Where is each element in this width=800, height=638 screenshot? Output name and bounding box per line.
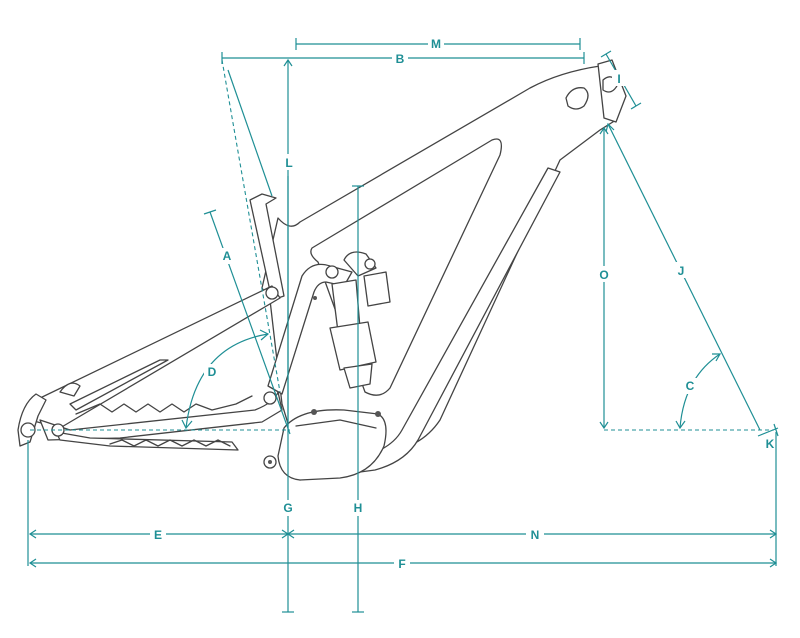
dim-tick-i-bottom bbox=[630, 102, 642, 110]
label-l: L bbox=[285, 156, 292, 170]
shock-damper bbox=[329, 321, 377, 371]
motor-housing bbox=[277, 409, 387, 481]
top-tube-window bbox=[565, 87, 589, 110]
label-i: I bbox=[617, 72, 620, 86]
label-d: D bbox=[208, 365, 217, 379]
brake-mount bbox=[59, 382, 81, 397]
dim-arrow-c-top bbox=[712, 353, 722, 362]
motor-cover-line bbox=[295, 419, 377, 429]
dim-arrow-l bbox=[283, 58, 293, 67]
label-j: J bbox=[678, 264, 685, 278]
dim-tick-i-top bbox=[600, 50, 612, 58]
dim-arrow-o-bottom bbox=[599, 421, 609, 430]
shock-reservoir bbox=[363, 271, 391, 307]
dim-arrow-o-top bbox=[599, 126, 609, 135]
seat-stay-slot bbox=[69, 359, 169, 411]
rocker-bolt bbox=[313, 296, 317, 300]
label-o: O bbox=[599, 268, 608, 282]
dim-arrow-f-left bbox=[28, 558, 37, 568]
seat-stay-pivot bbox=[265, 286, 279, 300]
label-f: F bbox=[398, 557, 405, 571]
label-n: N bbox=[531, 528, 540, 542]
chain-stay-ribs bbox=[75, 395, 253, 415]
motor-bolt-1 bbox=[311, 409, 317, 415]
seat-stay bbox=[29, 285, 281, 429]
dim-arrow-d-bottom bbox=[181, 419, 193, 430]
dim-tick-a-top bbox=[203, 209, 217, 215]
dim-seat-angle-dash bbox=[221, 59, 281, 393]
dim-arrow-c-bottom bbox=[675, 420, 686, 430]
chainstay-pivot bbox=[263, 391, 277, 405]
dim-arrow-n-left bbox=[286, 529, 295, 539]
lower-link-ribs bbox=[109, 439, 231, 447]
dim-arc-d bbox=[185, 333, 269, 429]
bike-frame bbox=[17, 59, 627, 481]
label-g: G bbox=[283, 501, 292, 515]
dim-tick-k bbox=[773, 423, 779, 437]
shock-top-pivot bbox=[364, 258, 376, 270]
dim-seat-angle-solid bbox=[227, 69, 273, 197]
dim-line-k bbox=[757, 427, 779, 437]
label-b: B bbox=[396, 52, 405, 66]
label-k: K bbox=[766, 437, 775, 451]
motor-bolt-2 bbox=[375, 411, 381, 417]
rear-axle-pivot bbox=[20, 422, 36, 438]
label-c: C bbox=[686, 379, 695, 393]
label-h: H bbox=[354, 501, 363, 515]
dimension-labels: M B I L A D O J C K G H E N F bbox=[150, 36, 775, 571]
dim-arrow-e-left bbox=[28, 529, 37, 539]
label-e: E bbox=[154, 528, 162, 542]
dim-arrow-d-top bbox=[259, 329, 270, 341]
label-m: M bbox=[431, 37, 441, 51]
label-a: A bbox=[223, 249, 232, 263]
lower-link-bolt bbox=[268, 460, 272, 464]
dim-arrow-j-top bbox=[605, 122, 615, 133]
rocker-pivot bbox=[325, 265, 339, 279]
